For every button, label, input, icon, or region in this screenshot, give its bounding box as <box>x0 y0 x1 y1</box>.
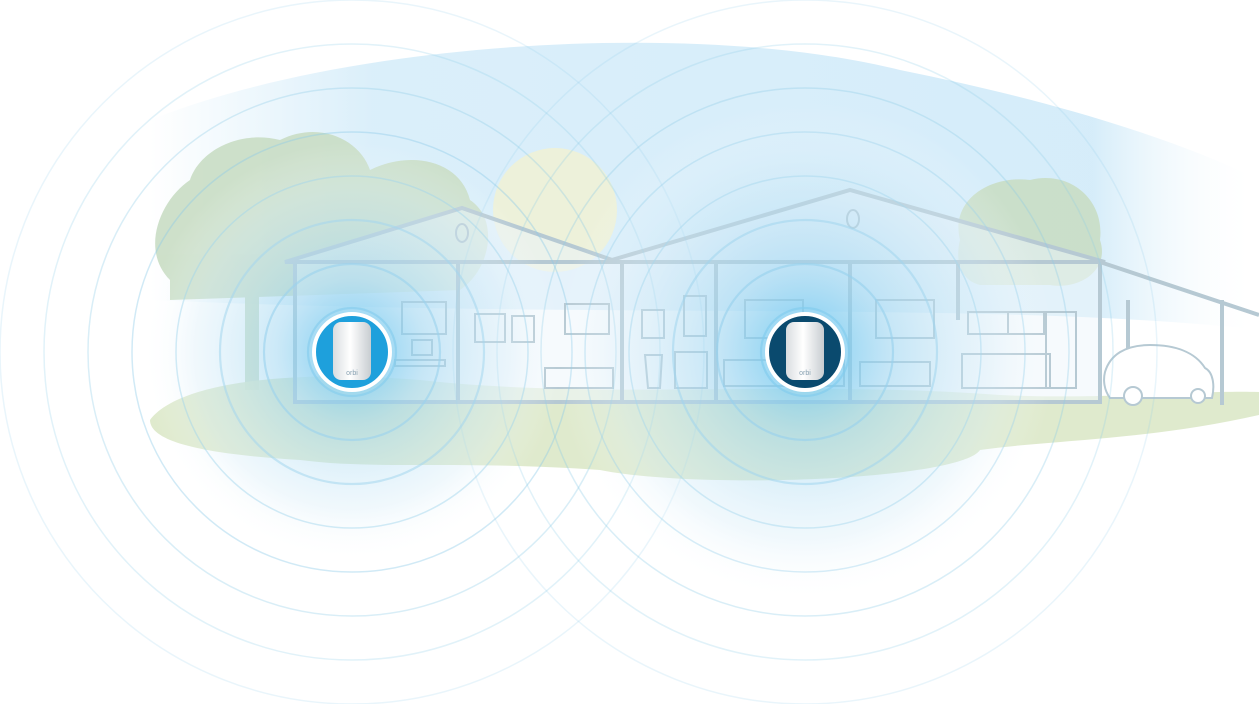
car <box>1104 345 1213 405</box>
satellite-brand-label: orbi <box>799 370 811 377</box>
router-icon: orbi <box>333 322 371 380</box>
router-brand-label: orbi <box>346 370 358 377</box>
router-unit: orbi <box>314 314 390 390</box>
satellite-unit: orbi <box>767 314 843 390</box>
satellite-icon: orbi <box>786 322 824 380</box>
